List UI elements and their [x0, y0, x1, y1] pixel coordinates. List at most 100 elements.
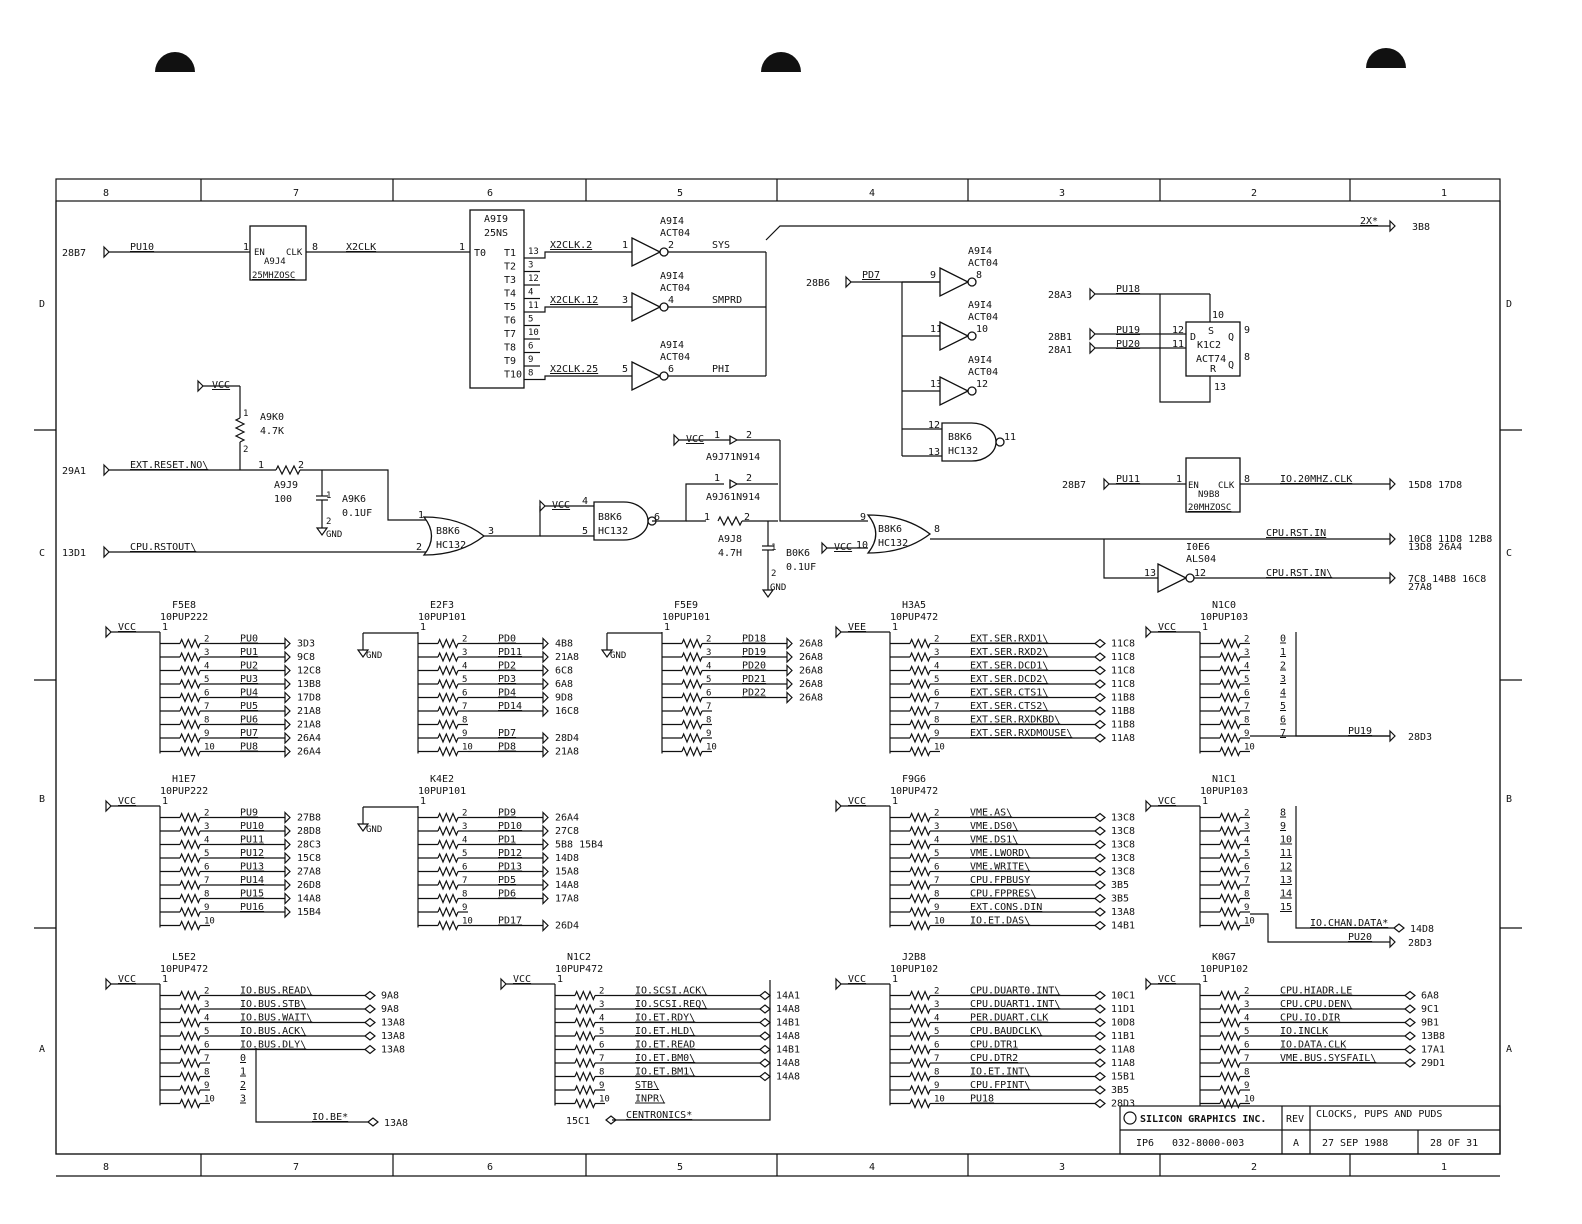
ground-symbol	[761, 589, 775, 599]
pin-number: 2	[771, 569, 776, 579]
input-port-flag	[103, 463, 110, 477]
pack-resistor	[179, 637, 201, 650]
pin-number: 10	[1212, 310, 1224, 321]
pd7-inverter	[939, 375, 970, 407]
pack-resistor	[681, 651, 703, 663]
pin-number: 10	[204, 917, 215, 927]
oscillator-n9b8	[1185, 457, 1241, 513]
wire	[652, 483, 724, 522]
sheet-ref: 13A8	[381, 1045, 405, 1056]
net-label: 3	[1280, 674, 1286, 685]
ground-symbol	[356, 649, 370, 659]
sheet-ref: 27A8	[1408, 582, 1432, 593]
pin-number: 8	[462, 890, 467, 900]
flipflop-k1c2	[1185, 321, 1241, 377]
pack-resistor	[1219, 718, 1241, 731]
net-label: PU0	[240, 634, 258, 645]
pack-type: 10PUP472	[160, 964, 208, 975]
net-label: IO.BE*	[312, 1112, 348, 1123]
pack-resistor	[909, 1016, 931, 1029]
pin-number: 8	[528, 369, 533, 379]
bidir-port-flag	[367, 1117, 379, 1127]
pack-resistor	[574, 1057, 596, 1069]
bidir-port-flag	[1094, 920, 1106, 931]
pack-type: 10PUP102	[1200, 964, 1248, 975]
pin-number: 8	[312, 242, 318, 253]
port-flag	[542, 892, 549, 905]
pin-number: 9	[528, 355, 533, 365]
pin-number: 8	[204, 1068, 209, 1078]
pack-resistor	[437, 919, 459, 932]
pin-number: 2	[1244, 809, 1249, 819]
net-label: PU13	[240, 862, 264, 873]
net-label: EXT.SER.DCD2\	[970, 674, 1048, 685]
bidir-port-flag	[1094, 638, 1106, 649]
rail-label: VCC	[118, 622, 136, 633]
pack-resistor	[1219, 1030, 1241, 1042]
pack-resistor	[681, 664, 703, 677]
pack-resistor	[909, 651, 931, 663]
pin-label: CLK	[1218, 481, 1235, 491]
pin-label: CLK	[286, 248, 303, 258]
net-label: PER.DUART.CLK	[970, 1013, 1048, 1024]
wire	[1250, 913, 1390, 943]
pack-resistor	[1219, 1084, 1241, 1096]
sheet-ref: 21A8	[555, 652, 579, 663]
pin-number: 2	[204, 987, 209, 997]
pin-label: T0	[474, 248, 486, 259]
sheet-ref: 26A8	[799, 693, 823, 704]
sheet-ref: 26A4	[555, 813, 579, 824]
port-flag	[284, 745, 291, 758]
revision: A	[1293, 1138, 1299, 1149]
sheet-ref: 14D8	[1410, 924, 1434, 935]
bidir-port-flag	[364, 1004, 376, 1014]
sheet-ref: 12C8	[297, 666, 321, 677]
net-label: VME.WRITE\	[970, 862, 1030, 873]
net-label: PU18	[970, 1094, 994, 1105]
pin-label: EN	[254, 248, 265, 258]
ground-symbol	[356, 823, 370, 833]
part-name: A9I4	[660, 216, 684, 227]
input-port-flag	[103, 245, 110, 259]
pin-label: R	[1210, 364, 1217, 375]
column-number: 3	[1059, 1162, 1065, 1173]
project-code: IP6	[1136, 1138, 1154, 1149]
sheet-ref: 11D1	[1111, 1004, 1135, 1015]
pin-label: Q	[1228, 360, 1234, 371]
sheet-ref: 13C8	[1111, 813, 1135, 824]
net-label: PU19	[1348, 726, 1372, 737]
pin-number: 2	[934, 987, 939, 997]
pin-number: 6	[204, 863, 209, 873]
input-port-flag	[500, 977, 507, 991]
sheet-ref: 3B8	[1412, 222, 1430, 233]
net-label: PD7	[498, 728, 516, 739]
bidir-port-flag	[364, 1031, 376, 1041]
column-number: 4	[869, 188, 875, 199]
port-flag	[284, 691, 291, 704]
net-label: PD22	[742, 688, 766, 699]
pin-number: 3	[599, 1000, 604, 1010]
pin-number: 10	[856, 540, 868, 551]
pack-resistor	[179, 1043, 201, 1056]
net-label: PU18	[1116, 284, 1140, 295]
pack-type: 10PUP222	[160, 786, 208, 797]
rail-label: VCC	[848, 974, 866, 985]
bidir-port-flag	[1094, 706, 1106, 716]
sheet-ref: 11C8	[1111, 639, 1135, 650]
part-type: ACT04	[660, 352, 690, 363]
pin-number: 3	[1244, 822, 1249, 832]
row-letter: A	[39, 1044, 45, 1055]
row-letter: B	[39, 794, 45, 805]
oscillator-a9j4	[249, 225, 307, 281]
pin-number: 8	[1244, 474, 1250, 485]
net-label: IO.ET.RDY\	[635, 1013, 695, 1024]
column-number: 6	[487, 188, 493, 199]
net-label: PU5	[240, 701, 258, 712]
sheet-ref: 26A8	[799, 639, 823, 650]
input-port-flag	[845, 275, 852, 289]
net-label: CPU.DUART0.INT\	[970, 986, 1060, 997]
sheet-ref: 10C1	[1111, 991, 1135, 1002]
input-port-flag	[1145, 799, 1152, 813]
pack-resistor	[179, 1070, 201, 1083]
